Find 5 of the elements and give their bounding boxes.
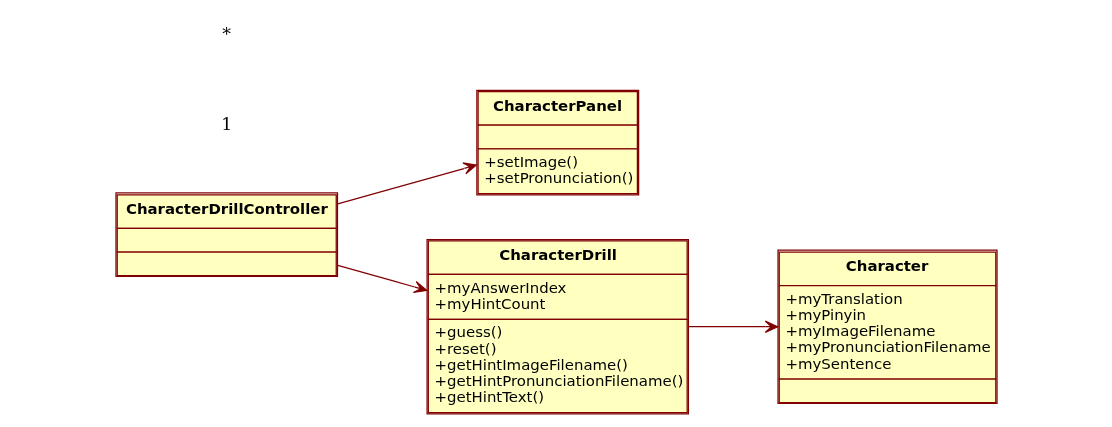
arrow [336,264,427,294]
arrow [336,162,477,205]
label: * [221,24,231,45]
arrow [687,320,778,333]
label: 1 [220,113,232,134]
